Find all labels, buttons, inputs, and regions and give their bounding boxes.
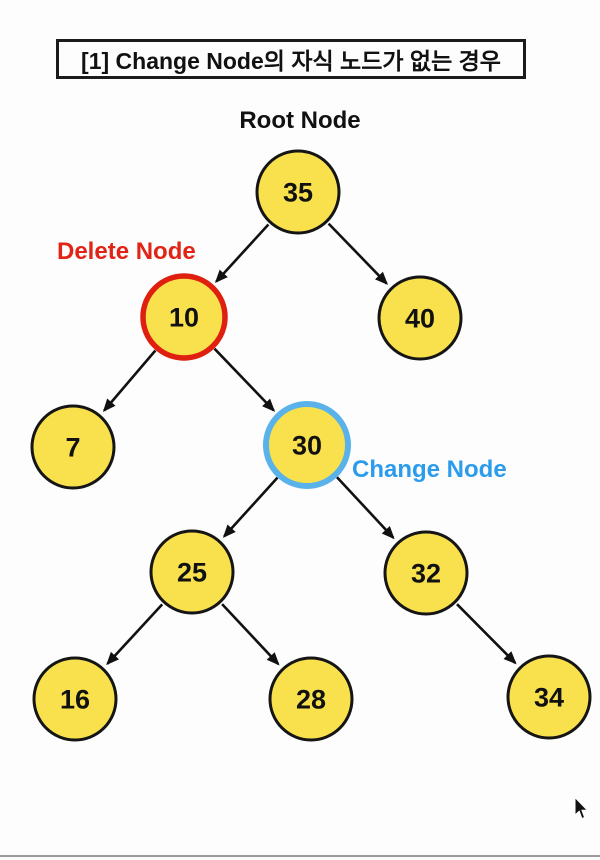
tree-edge (327, 222, 388, 285)
node-circle (149, 529, 235, 615)
tree-edge (106, 603, 164, 666)
tree-node: 7 (30, 404, 116, 490)
node-circle (140, 273, 228, 361)
tree-edge (221, 603, 280, 666)
tree-node: 10 (140, 273, 228, 361)
node-value: 35 (283, 178, 313, 208)
node-value: 7 (65, 433, 80, 463)
mouse-cursor (574, 797, 589, 820)
node-value: 10 (169, 303, 199, 333)
tree-edges (102, 222, 517, 666)
node-circle (32, 656, 118, 742)
delete-node-label: Delete Node (57, 238, 196, 265)
node-circle (506, 654, 592, 740)
node-value: 25 (177, 558, 207, 588)
node-circle (383, 530, 469, 616)
node-circle (263, 401, 351, 489)
node-value: 40 (405, 304, 435, 334)
tree-node: 28 (268, 656, 354, 742)
tree-node: 34 (506, 654, 592, 740)
tree-node: 35 (255, 149, 341, 235)
tree-node: 25 (149, 529, 235, 615)
change-node-label: Change Node (352, 456, 507, 483)
node-circle (268, 656, 354, 742)
node-circle (30, 404, 116, 490)
node-value: 28 (296, 685, 326, 715)
node-value: 34 (534, 683, 564, 713)
tree-edge (102, 349, 157, 413)
node-value: 30 (292, 431, 322, 461)
title-box: [1] Change Node의 자식 노드가 없는 경우 (56, 39, 526, 79)
tree-node: 16 (32, 656, 118, 742)
node-value: 16 (60, 685, 90, 715)
tree-nodes: 35 10 40 7 30 25 32 16 28 34 (30, 149, 592, 742)
tree-edge (222, 476, 279, 538)
tree-edge (456, 603, 517, 665)
slide-bottom-edge (0, 855, 600, 857)
tree-node: 30 (263, 401, 351, 489)
tree-node: 40 (377, 275, 463, 361)
tree-edge (214, 223, 270, 283)
node-circle (255, 149, 341, 235)
page-title: [1] Change Node의 자식 노드가 없는 경우 (81, 48, 501, 74)
tree-edge (213, 347, 276, 412)
root-node-label: Root Node (239, 107, 361, 134)
tree-node: 32 (383, 530, 469, 616)
tree-edge (336, 476, 395, 540)
node-value: 32 (411, 559, 441, 589)
node-circle (377, 275, 463, 361)
